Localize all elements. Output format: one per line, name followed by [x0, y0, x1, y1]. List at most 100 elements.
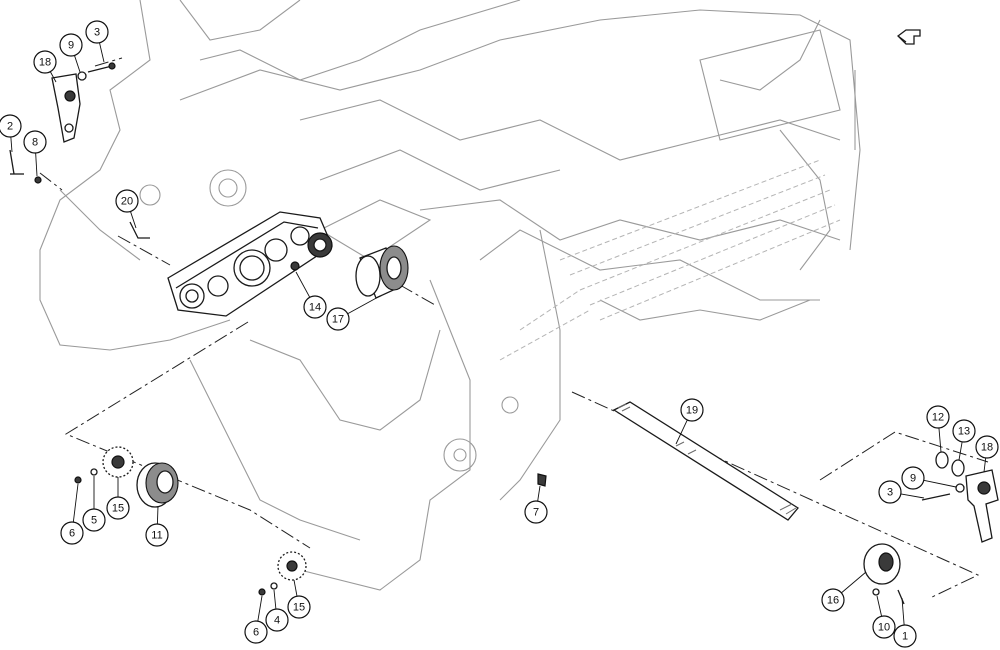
- chassis-frame: [39, 0, 861, 591]
- callout-balloon: [926, 405, 950, 429]
- assembly-lines: [39, 57, 989, 599]
- callout-leader-9: [74, 55, 81, 73]
- callout-balloon: [326, 307, 350, 331]
- callout-16: 16: [821, 588, 845, 612]
- callout-label: 9: [910, 473, 916, 485]
- callout-1: 1: [893, 624, 917, 648]
- callout-label: 20: [121, 196, 133, 208]
- callout-balloon: [872, 615, 896, 639]
- callout-leader-16: [841, 571, 867, 594]
- callout-5: 5: [82, 508, 106, 532]
- washer-part-5: [90, 468, 98, 476]
- callout-balloon: [680, 398, 704, 422]
- callout-6: 6: [60, 521, 84, 545]
- callout-4: 4: [265, 608, 289, 632]
- callout-label: 2: [7, 121, 13, 133]
- callout-15: 15: [106, 496, 130, 520]
- callout-label: 11: [151, 530, 162, 542]
- callout-label: 18: [981, 442, 993, 454]
- callout-14: 14: [303, 295, 327, 319]
- callout-18: 18: [33, 50, 57, 74]
- callout-leader-4: [273, 589, 277, 610]
- callout-leader-8: [35, 152, 38, 177]
- callout-balloon: [265, 608, 289, 632]
- callout-balloon: [82, 508, 106, 532]
- callout-9: 9: [59, 33, 83, 57]
- callout-label: 5: [91, 515, 97, 527]
- drum-part-17: [355, 245, 409, 299]
- hub-part-11: [136, 462, 179, 508]
- callout-balloon: [821, 588, 845, 612]
- callout-balloon: [115, 189, 139, 213]
- shaft-part-19: [612, 401, 799, 521]
- callout-2: 2: [0, 114, 22, 138]
- callout-leader-17: [347, 295, 381, 315]
- callout-balloon: [524, 500, 548, 524]
- callout-label: 9: [68, 40, 74, 52]
- sprocket-part-15-upper: [102, 446, 134, 478]
- bracket-part-18-left: [51, 73, 81, 143]
- callout-6: 6: [244, 620, 268, 644]
- callout-label: 14: [309, 302, 321, 314]
- callout-leader-13: [958, 441, 963, 461]
- callout-balloon: [145, 523, 169, 547]
- callout-3: 3: [878, 480, 902, 504]
- flange-part-16: [863, 543, 901, 585]
- callout-leader-14: [295, 271, 311, 298]
- callout-leader-6: [257, 595, 263, 622]
- callout-leader-2: [10, 136, 13, 153]
- callout-label: 6: [253, 627, 259, 639]
- callout-label: 8: [32, 137, 38, 149]
- bolt-part-6-lower: [258, 588, 266, 596]
- callout-18: 18: [975, 435, 999, 459]
- callout-leader-18: [983, 457, 987, 473]
- washer-part-9-upper: [77, 71, 87, 81]
- bracket-part-18-right: [965, 469, 999, 543]
- callout-balloon: [303, 295, 327, 319]
- callout-label: 10: [878, 622, 890, 634]
- callout-label: 19: [686, 405, 698, 417]
- callout-balloon: [975, 435, 999, 459]
- gearcase-part-14: [167, 211, 333, 317]
- callout-19: 19: [680, 398, 704, 422]
- clip-part-20: [129, 221, 150, 239]
- ring-part-13: [951, 459, 965, 477]
- sprocket-part-15-lower: [277, 551, 307, 581]
- callout-label: 7: [533, 507, 539, 519]
- callout-label: 4: [274, 615, 280, 627]
- callout-13: 13: [952, 419, 976, 443]
- callout-17: 17: [326, 307, 350, 331]
- washer-part-4: [270, 582, 278, 590]
- callout-15: 15: [287, 595, 311, 619]
- ring-part-12: [935, 451, 949, 469]
- callout-label: 15: [293, 602, 305, 614]
- callout-balloon: [901, 466, 925, 490]
- callout-balloon: [60, 521, 84, 545]
- front-direction-arrow-icon: [897, 29, 921, 45]
- callout-leader-20: [130, 211, 137, 229]
- callout-10: 10: [872, 615, 896, 639]
- callout-7: 7: [524, 500, 548, 524]
- callout-balloon: [893, 624, 917, 648]
- callout-leader-10: [876, 595, 883, 617]
- callout-label: 3: [887, 487, 893, 499]
- callout-label: 3: [94, 27, 100, 39]
- callout-label: 17: [332, 314, 344, 326]
- callout-balloon: [106, 496, 130, 520]
- callout-leader-7: [537, 485, 541, 502]
- callout-11: 11: [145, 523, 169, 547]
- bolt-part-6-upper: [74, 476, 82, 484]
- callout-3: 3: [85, 20, 109, 44]
- washer-part-10: [872, 588, 880, 596]
- callout-leader-3: [900, 493, 925, 499]
- callout-leader-3: [99, 42, 105, 63]
- callout-12: 12: [926, 405, 950, 429]
- callout-leader-6: [72, 483, 79, 523]
- callout-leader-11: [156, 505, 159, 525]
- plug-part-7: [537, 473, 547, 487]
- callout-balloon: [287, 595, 311, 619]
- bolt-part-3-right: [921, 493, 951, 501]
- leader-lines: [10, 42, 987, 626]
